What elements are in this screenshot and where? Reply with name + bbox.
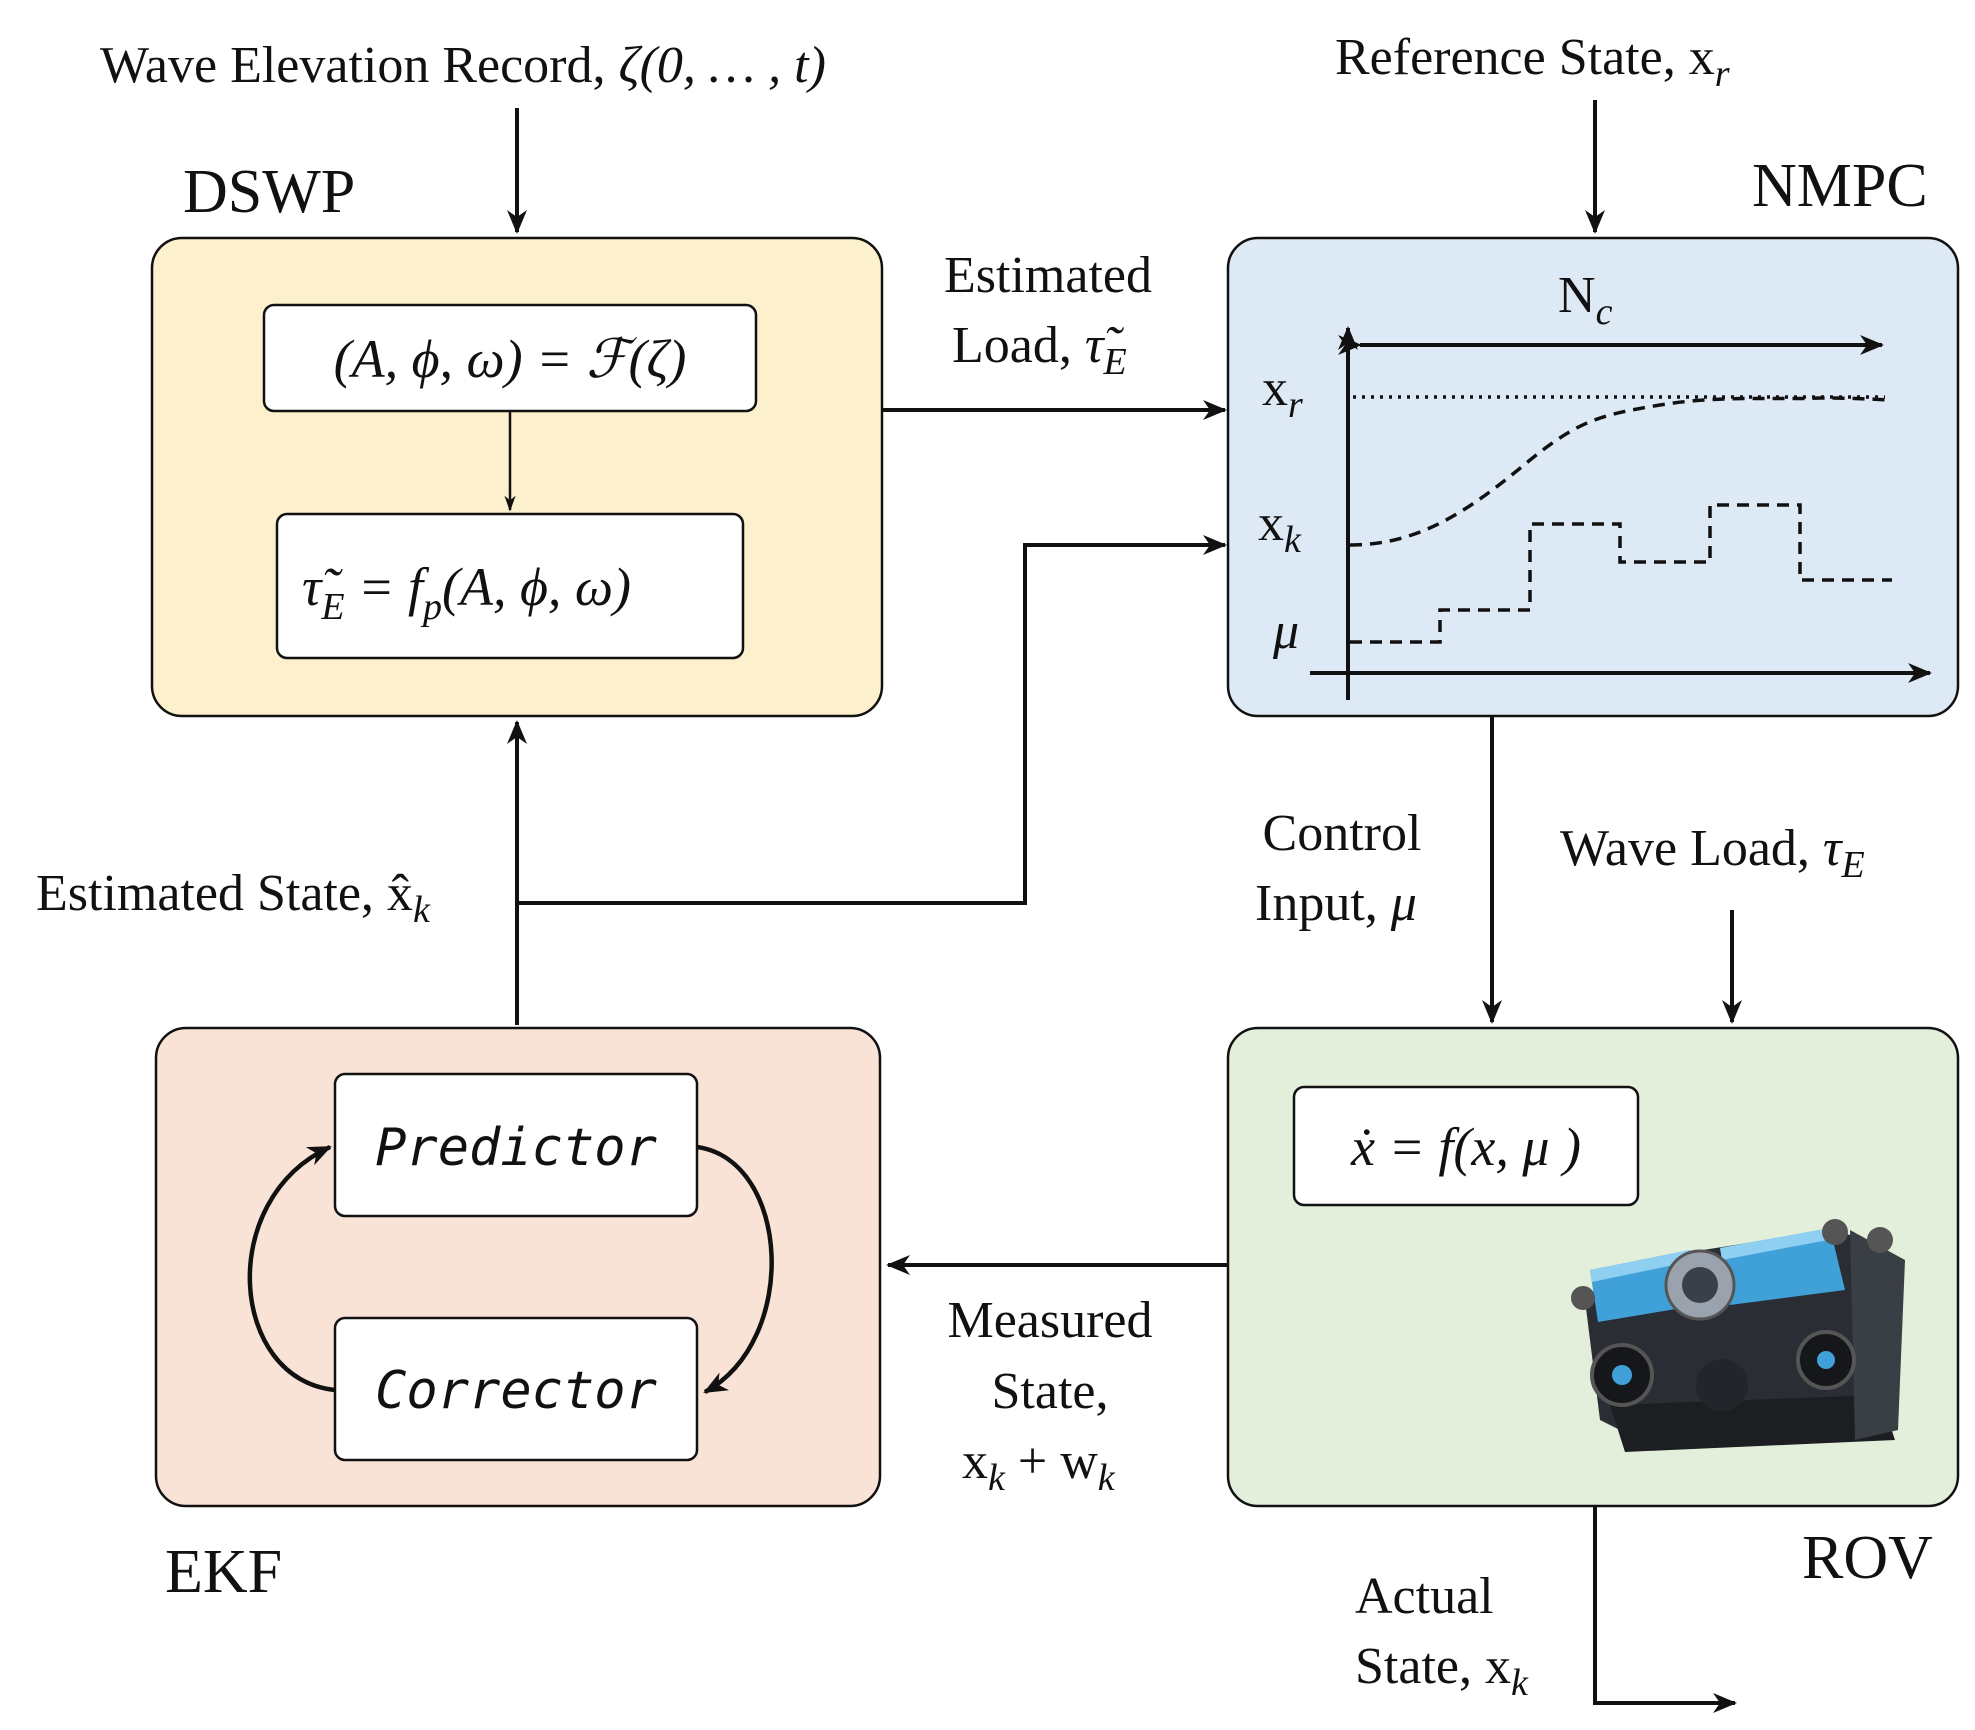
corrector-to-predictor-arrow xyxy=(247,1144,336,1393)
measured-state-label-1: Measured xyxy=(947,1292,1152,1349)
predictor-to-corrector-arrow xyxy=(696,1144,774,1394)
nmpc-block xyxy=(1226,236,1960,718)
predicted-state-trajectory xyxy=(1349,396,1891,547)
load-estimate-box xyxy=(275,512,745,660)
nmpc-xk-label: xk xyxy=(1258,495,1302,561)
actual-state-arrow xyxy=(1593,1506,1737,1713)
ekf-title: EKF xyxy=(165,1538,282,1606)
nmpc-mu-label: μ xyxy=(1272,603,1299,660)
nmpc-title: NMPC xyxy=(1752,152,1928,220)
rov-vehicle-icon xyxy=(1571,1219,1905,1452)
wave-load-label: Wave Load, τE xyxy=(1560,820,1865,886)
control-input-label-1: Control xyxy=(1263,805,1422,862)
predictor-box xyxy=(333,1072,699,1218)
fourier-equation: (A, ϕ, ω) = ℱ(ζ) xyxy=(334,329,687,389)
reference-state-label: Reference State, xr xyxy=(1335,29,1730,95)
actual-state-label-2: State, xk xyxy=(1355,1638,1529,1704)
horizon-label: Nc xyxy=(1558,267,1613,333)
corrector-label: Corrector xyxy=(375,1361,657,1421)
estimated-state-label: Estimated State, x̂k xyxy=(36,865,431,931)
rov-title: ROV xyxy=(1802,1524,1933,1592)
dynamics-equation: ẋ = f(x, μ ) xyxy=(1350,1117,1581,1177)
wave-elevation-record-label: Wave Elevation Record, ζ(0, … , t) xyxy=(100,37,826,94)
measured-state-label-3: xk + wk xyxy=(962,1433,1116,1499)
nmpc-xr-label: xr xyxy=(1262,360,1303,426)
measured-state-label-2: State, xyxy=(992,1363,1109,1420)
control-input-label-2: Input, μ xyxy=(1255,875,1417,932)
estimated-load-label-2: Load, τ̃E xyxy=(952,317,1127,383)
estimated-load-label-1: Estimated xyxy=(944,247,1152,304)
control-input-sequence xyxy=(1350,503,1892,644)
dswp-title: DSWP xyxy=(183,158,355,226)
load-estimate-equation: τ̃E = fp(A, ϕ, ω) xyxy=(302,557,631,628)
predictor-label: Predictor xyxy=(375,1118,657,1178)
dynamics-box xyxy=(1292,1085,1640,1207)
actual-state-label-1: Actual xyxy=(1355,1568,1494,1625)
estimated-state-to-nmpc-arrow xyxy=(517,535,1227,905)
